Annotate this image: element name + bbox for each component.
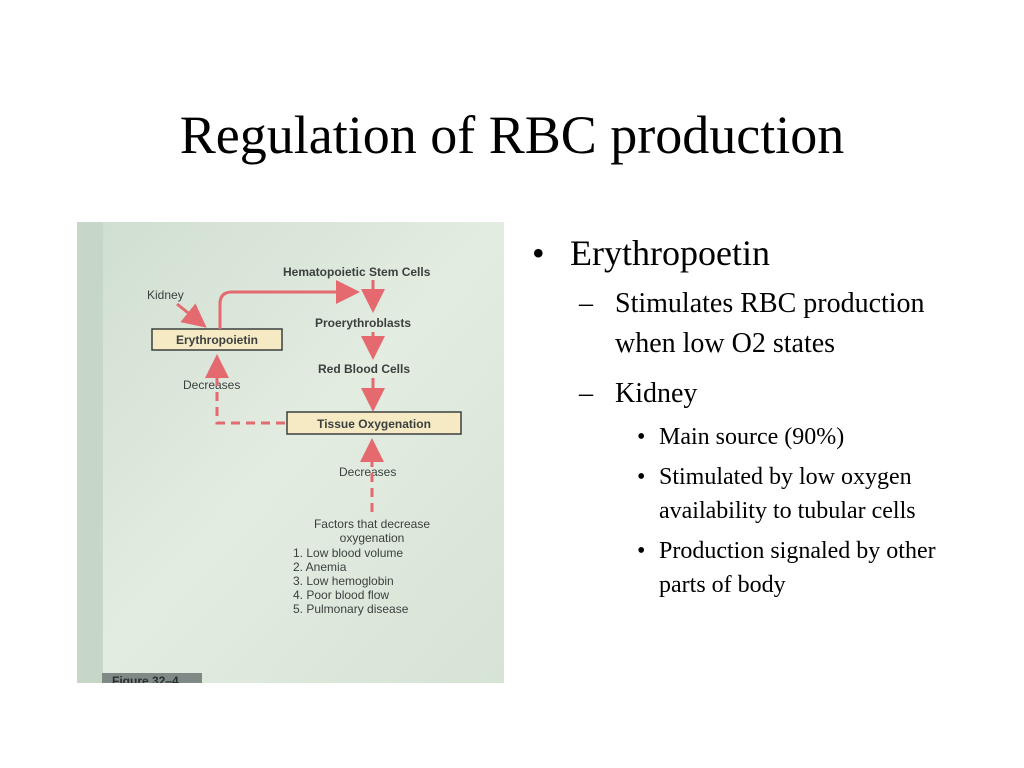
sub-sub-bullet: • Production signaled by other parts of b… [635,534,939,602]
sub-sub-bullet: • Stimulated by low oxygen availability t… [635,460,939,528]
tissue-oxygenation-box [286,411,462,435]
node-hematopoietic: Hematopoietic Stem Cells [283,265,431,279]
node-red-blood-cells: Red Blood Cells [318,362,410,376]
sub-bullet-text: Stimulates RBC production when low O2 st… [615,288,925,359]
figure-caption: Figure 32–4 [102,673,202,683]
dash-mark: – [579,288,593,319]
sub-bullet-kidney: –Kidney [575,374,935,414]
sub-sub-bullet-text: Production signaled by other parts of bo… [659,538,936,598]
factor-item: 2. Anemia [293,560,347,574]
sub-bullet-text: Kidney [615,378,698,409]
node-proerythroblasts: Proerythroblasts [315,316,411,330]
bullet-list: • Erythropoetin –Stimulates RBC productio… [530,232,1010,602]
bullet-dot: • [532,233,545,273]
figure-background [77,222,504,683]
sub-sub-bullet: • Main source (90%) [635,420,939,454]
node-erythropoietin: Erythropoietin [176,333,258,347]
figure-diagram: Hematopoietic Stem Cells Kidney Erythrop… [77,222,504,683]
bullet-text: Erythropoetin [570,233,770,273]
node-kidney: Kidney [147,288,184,302]
dash-mark: – [579,378,593,409]
slide-title: Regulation of RBC production [179,105,845,165]
bullet-dot: • [637,538,646,564]
factor-item: 3. Low hemoglobin [293,574,394,588]
bullet-dot: • [637,424,646,450]
rbc-regulation-figure: Hematopoietic Stem Cells Kidney Erythrop… [77,222,504,683]
sub-sub-bullet-text: Main source (90%) [659,424,845,450]
bullet-erythropoetin: • Erythropoetin [530,232,1010,274]
label-decreases-left: Decreases [183,378,240,392]
arrow-tissue-to-epo-dashed [205,354,285,425]
erythropoietin-box [151,328,283,351]
arrow-kidney-to-epo [176,302,207,328]
sub-bullet-stimulates: –Stimulates RBC production when low O2 s… [575,284,935,364]
factor-item: 5. Pulmonary disease [293,602,409,616]
factor-item: 1. Low blood volume [293,546,403,560]
label-decreases-bottom: Decreases [339,465,396,479]
factor-item: 4. Poor blood flow [293,588,389,602]
figure-margin [77,222,103,683]
factors-heading-line2: oxygenation [340,531,405,545]
sub-sub-bullet-text: Stimulated by low oxygen availability to… [659,464,916,524]
bullet-dot: • [637,464,646,490]
factors-heading-line1: Factors that decrease [314,517,430,531]
node-tissue-oxygenation: Tissue Oxygenation [317,417,431,431]
arrow-epo-to-stem-cells [218,280,360,329]
